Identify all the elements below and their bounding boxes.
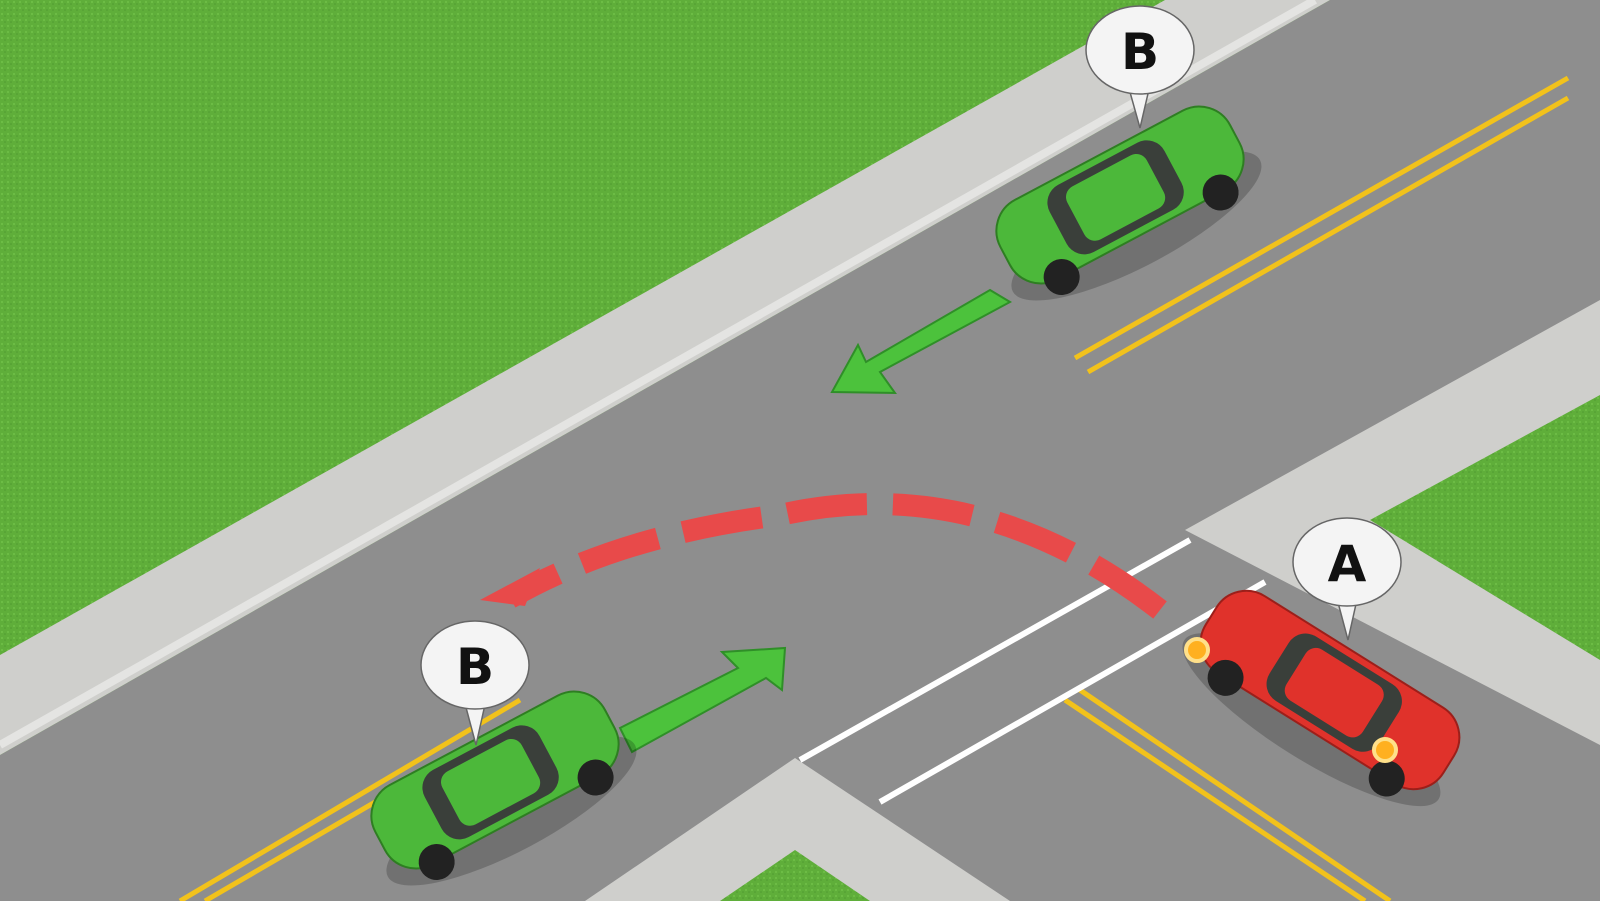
red-path-arrowhead	[480, 568, 540, 606]
label-b-bottom: B	[456, 638, 494, 696]
turn-signal-front-icon	[1184, 637, 1210, 663]
upper-curb	[0, 0, 1317, 749]
callout-b-bottom: B	[420, 620, 530, 746]
red-turn-path	[504, 493, 1167, 619]
red-car-a	[1182, 589, 1461, 807]
bottom-corner-grass	[720, 850, 870, 901]
callout-a: A	[1292, 517, 1402, 641]
green-arrow-bottom	[618, 646, 787, 754]
green-arrow-top	[830, 288, 1013, 395]
green-car-b-bottom	[370, 690, 637, 886]
right-corner-grass	[1370, 395, 1600, 660]
label-a: A	[1328, 535, 1367, 593]
label-b-top: B	[1121, 23, 1159, 81]
bottom-corner-sidewalk	[585, 758, 1010, 901]
callout-b-top: B	[1085, 5, 1195, 129]
upper-sidewalk	[0, 0, 1330, 755]
yellow-center-lines	[178, 75, 1570, 901]
green-car-b-top	[995, 105, 1262, 301]
turn-signal-rear-icon	[1372, 737, 1398, 763]
